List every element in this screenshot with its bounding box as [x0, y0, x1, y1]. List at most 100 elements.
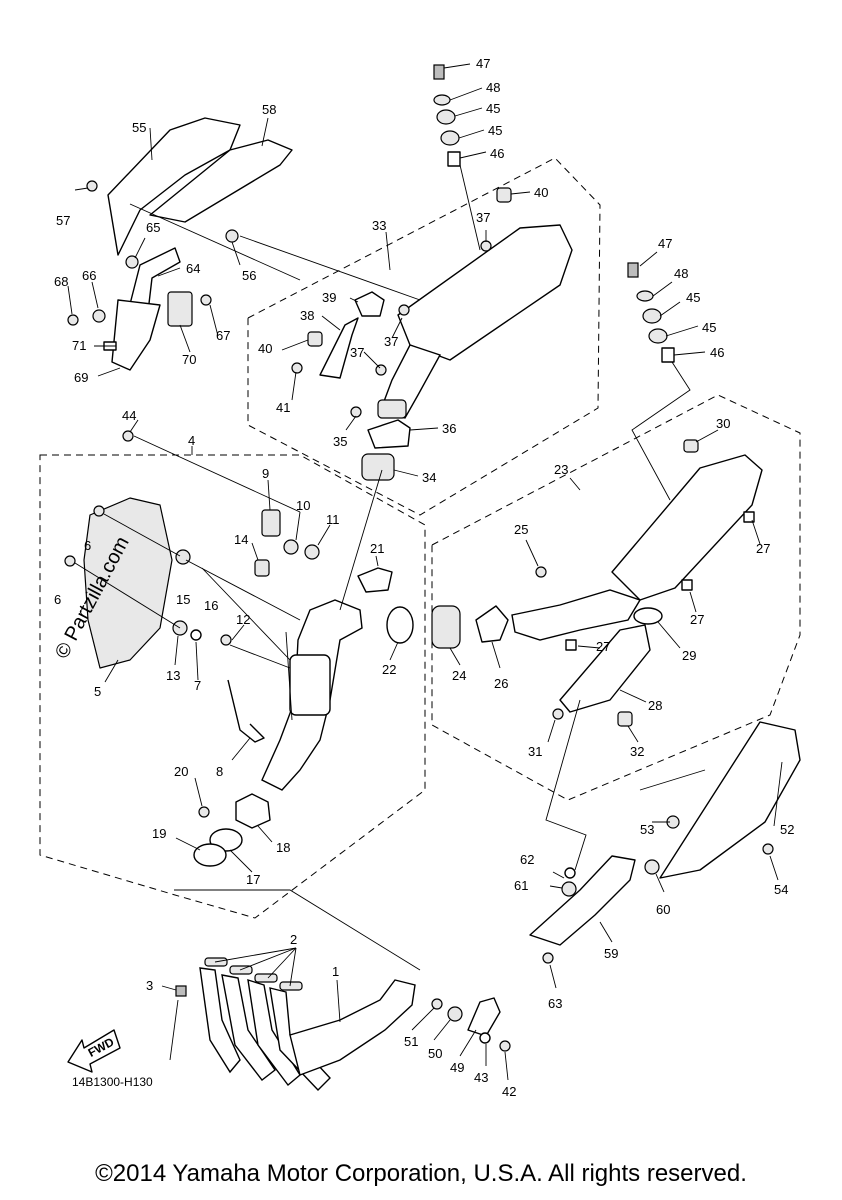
- grommet-65: [125, 255, 139, 269]
- callout-51: 51: [404, 1034, 418, 1049]
- bolt-44: [122, 430, 134, 442]
- gasket-19: [193, 843, 227, 867]
- nut-3: [175, 985, 187, 997]
- callout-45c: 45: [686, 290, 700, 305]
- callout-52: 52: [780, 822, 794, 837]
- callout-49: 49: [450, 1060, 464, 1075]
- callout-22: 22: [382, 662, 396, 677]
- assembly-boundaries: [39, 157, 801, 919]
- callout-23: 23: [554, 462, 568, 477]
- callout-14: 14: [234, 532, 248, 547]
- bolt-67: [200, 294, 212, 306]
- callout-47a: 47: [476, 56, 490, 71]
- washer-62: [564, 867, 576, 879]
- damper-45b: [440, 130, 460, 146]
- collar-60: [644, 859, 660, 875]
- nut-27b: [681, 579, 693, 591]
- callout-45b: 45: [488, 123, 502, 138]
- collar-56: [225, 229, 239, 243]
- copyright-notice: ©2014 Yamaha Motor Corporation, U.S.A. A…: [95, 1160, 747, 1187]
- callout-55: 55: [132, 120, 146, 135]
- callout-17: 17: [246, 872, 260, 887]
- grommet-15: [175, 549, 191, 565]
- callout-27a: 27: [756, 541, 770, 556]
- callout-36: 36: [442, 421, 456, 436]
- callout-7: 7: [194, 678, 201, 693]
- washer-48a: [433, 94, 451, 106]
- callout-37a: 37: [476, 210, 490, 225]
- grommet-61: [561, 881, 577, 897]
- callout-8: 8: [216, 764, 223, 779]
- callout-60: 60: [656, 902, 670, 917]
- clamp-22: [386, 606, 414, 644]
- bolt-20: [198, 806, 210, 818]
- callout-20: 20: [174, 764, 188, 779]
- bolt-63: [542, 952, 554, 964]
- callout-2: 2: [290, 932, 297, 947]
- collar-66: [92, 309, 106, 323]
- callout-16: 16: [204, 598, 218, 613]
- callout-46a: 46: [490, 146, 504, 161]
- washer-48b: [636, 290, 654, 302]
- bolt-31: [552, 708, 564, 720]
- callout-15: 15: [176, 592, 190, 607]
- collar-46b: [661, 347, 675, 363]
- collar-46a: [447, 151, 461, 167]
- callout-42: 42: [502, 1084, 516, 1099]
- callout-31: 31: [528, 744, 542, 759]
- callout-48a: 48: [486, 80, 500, 95]
- gasket-34: [361, 453, 395, 481]
- bolt-57: [86, 180, 98, 192]
- callout-27b: 27: [690, 612, 704, 627]
- callout-13: 13: [166, 668, 180, 683]
- callout-38: 38: [300, 308, 314, 323]
- callout-21: 21: [370, 541, 384, 556]
- bolt-6a: [93, 505, 105, 517]
- damper-45a: [436, 109, 456, 125]
- callout-37c: 37: [350, 345, 364, 360]
- bolt-42: [499, 1040, 511, 1052]
- clamp-26: [475, 605, 509, 643]
- callout-50: 50: [428, 1046, 442, 1061]
- grommet-30: [683, 439, 699, 453]
- diagram-code: 14B1300-H130: [72, 1075, 153, 1089]
- callout-65: 65: [146, 220, 160, 235]
- nut-37b: [398, 304, 410, 316]
- callout-45a: 45: [486, 101, 500, 116]
- damper-45d: [648, 328, 668, 344]
- callout-71: 71: [72, 338, 86, 353]
- collar-50: [447, 1006, 463, 1022]
- washer-7: [190, 629, 202, 641]
- callout-68: 68: [54, 274, 68, 289]
- callout-57: 57: [56, 213, 70, 228]
- bolt-47a: [433, 64, 445, 80]
- callout-28: 28: [648, 698, 662, 713]
- collector-1: [289, 979, 416, 1076]
- parts-artwork: [67, 117, 801, 1092]
- callout-1: 1: [332, 964, 339, 979]
- callout-9: 9: [262, 466, 269, 481]
- bracket-49: [467, 997, 501, 1037]
- callout-45d: 45: [702, 320, 716, 335]
- protector-5: [83, 497, 173, 669]
- muffler-body-23: [611, 454, 763, 601]
- bolt-25: [535, 566, 547, 578]
- gasket-2c: [254, 973, 278, 983]
- clamp-18: [235, 793, 271, 829]
- nut-37c: [375, 364, 387, 376]
- callout-19: 19: [152, 826, 166, 841]
- clamp-29: [633, 607, 663, 625]
- bracket-59: [529, 855, 636, 946]
- nut-27a: [743, 511, 755, 523]
- exhaust-pipe-1b: [221, 974, 276, 1081]
- callout-53: 53: [640, 822, 654, 837]
- bracket-39: [354, 291, 385, 317]
- callout-58: 58: [262, 102, 276, 117]
- collar-32: [617, 711, 633, 727]
- cover-28: [559, 624, 651, 713]
- bolt-41: [291, 362, 303, 374]
- bolt-51: [431, 998, 443, 1010]
- bolt-12: [220, 634, 232, 646]
- callout-18: 18: [276, 840, 290, 855]
